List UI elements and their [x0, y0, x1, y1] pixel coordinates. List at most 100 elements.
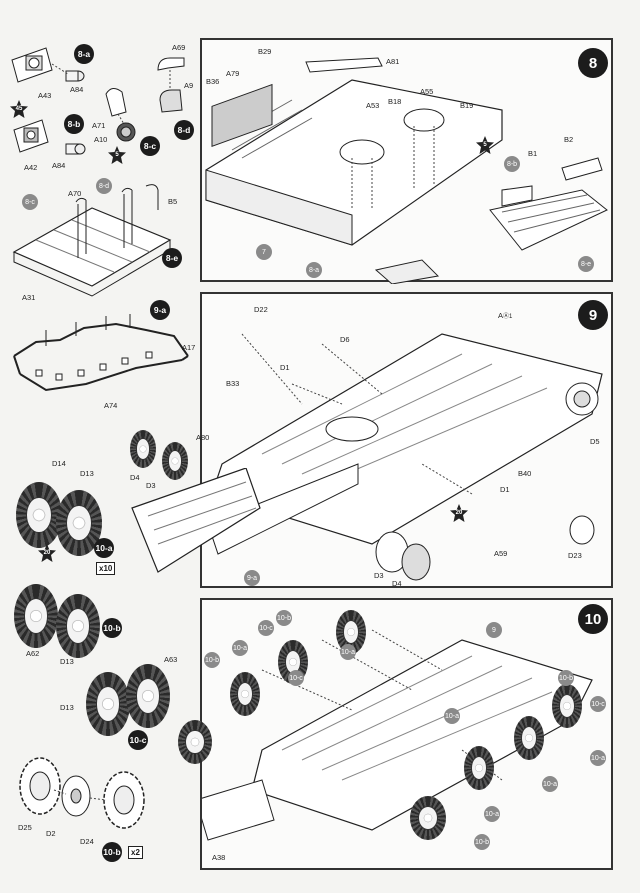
star-icon: 20: [450, 504, 468, 522]
label-a84-b: A84: [52, 161, 66, 170]
label-a17: A17: [182, 343, 196, 352]
multiplier-x2: x2: [128, 846, 143, 859]
star-number: 20: [43, 550, 51, 556]
label-a79: A79: [226, 69, 240, 78]
part-a71-drawing: [105, 88, 136, 142]
label-a74: A74: [104, 401, 118, 410]
callout-9: 9: [486, 622, 502, 638]
label-d3-b: D3: [374, 571, 384, 580]
multiplier-x10: x10: [96, 562, 116, 575]
road-wheel-icon: [16, 482, 62, 548]
badge-10b-sprocket: 10-b: [102, 842, 122, 862]
label-a53: A53: [366, 101, 380, 110]
label-d3: D3: [146, 481, 156, 490]
subassembly-10a: D14 D13 10-a x10: [6, 456, 126, 578]
subassembly-10c: A63 D13 10-c: [60, 652, 190, 756]
badge-9a: 9-a: [150, 300, 170, 320]
callout-8d: 8-d: [96, 178, 112, 194]
road-wheel-icon: [464, 746, 494, 790]
star-number: 5: [115, 152, 119, 158]
road-wheel-icon: [130, 430, 156, 468]
label-d2: D2: [46, 829, 56, 838]
label-d1-b: D1: [500, 485, 510, 494]
part-a74-drawing: [13, 314, 189, 392]
star-icon: 20: [38, 544, 56, 562]
callout-8a: 8-a: [306, 262, 322, 278]
label-b33: B33: [226, 379, 240, 388]
callout-7: 7: [256, 244, 272, 260]
sprocket-icon: [178, 720, 212, 764]
callout-10a: 10-a: [542, 776, 558, 792]
callout-10b: 10-b: [276, 610, 292, 626]
badge-8c: 8-c: [140, 136, 160, 156]
star-icon: 5: [476, 136, 494, 154]
callout-10a: 10-a: [444, 708, 460, 724]
hull-plate-drawing: [131, 467, 261, 573]
label-a69: A69: [172, 43, 186, 52]
label-d23: D23: [568, 551, 582, 560]
callout-10c: 10-c: [288, 670, 304, 686]
callout-9a: 9-a: [244, 570, 260, 586]
badge-8b: 8-b: [64, 114, 84, 134]
badge-8a: 8-a: [74, 44, 94, 64]
road-wheel-icon: [56, 594, 100, 658]
label-a84: A84: [70, 85, 84, 94]
callout-10a: 10-a: [590, 750, 606, 766]
label-b19: B19: [460, 101, 474, 110]
subassembly-8a: 8-a A43 A84: [8, 42, 98, 100]
callout-10a: 10-a: [484, 806, 500, 822]
callout-10b: 10-b: [474, 834, 490, 850]
label-b36: B36: [206, 77, 220, 86]
star-number: 45: [15, 106, 23, 112]
subassembly-9a: 9-a A17 A74: [6, 300, 198, 412]
road-wheel-icon: [514, 716, 544, 760]
label-a31: A31: [22, 293, 36, 302]
subassembly-8b: 8-b A42 A84: [8, 112, 98, 172]
label-a59: A59: [494, 549, 508, 558]
label-a9: A9: [184, 81, 194, 90]
label-a43: A43: [38, 91, 52, 100]
subassembly-8c: A71 A10 8-c: [92, 84, 164, 162]
part-a43-drawing: [11, 47, 85, 83]
part-a69-drawing: [157, 57, 185, 113]
callout-8e: 8-e: [578, 256, 594, 272]
star-number: 20: [455, 510, 463, 516]
label-a71: A71: [92, 121, 106, 130]
label-a38: A38: [212, 853, 226, 862]
label-hull-a: AⒶ1: [498, 312, 512, 321]
step-9-number: 9: [578, 300, 608, 330]
label-a80: A80: [196, 433, 210, 442]
subassembly-10b-wheels: 10-b A62 D13: [6, 584, 130, 666]
label-d1: D1: [280, 363, 290, 372]
badge-8e: 8-e: [162, 248, 182, 268]
label-d22: D22: [254, 305, 268, 314]
label-d13-c: D13: [60, 703, 74, 712]
subassembly-10b-sprocket: D25 D2 D24 10-b x2: [6, 746, 156, 864]
hull-subscript: Ⓐ1: [503, 314, 513, 320]
label-b40: B40: [518, 469, 532, 478]
callout-10c: 10-c: [258, 620, 274, 636]
label-b2: B2: [564, 135, 574, 144]
label-d5: D5: [590, 437, 600, 446]
step-9-panel: 9 AⒶ1 D22 D6 D1 B33 A80 D4 D3 D5 B40 D1 …: [130, 292, 613, 588]
step-10-panel: 10 10-b 10-c 10-a 10-c 10-a 10-b 9 10-b …: [200, 598, 613, 870]
label-b18: B18: [388, 97, 402, 106]
star-icon: 45: [10, 100, 28, 118]
callout-8b: 8-b: [504, 156, 520, 172]
subassembly-8e: 8-c 8-d A70 B5 A31 8-e: [6, 174, 186, 304]
road-wheel-icon: [162, 442, 188, 480]
callout-10a: 10-a: [340, 644, 356, 660]
hull-bottom-plate: [128, 467, 268, 578]
label-a42: A42: [24, 163, 38, 172]
step-10-drawing: [202, 629, 593, 841]
callout-8c: 8-c: [22, 194, 38, 210]
callout-10a: 10-a: [232, 640, 248, 656]
label-a70: A70: [68, 189, 82, 198]
label-d25: D25: [18, 823, 32, 832]
label-a81: A81: [386, 57, 400, 66]
callout-10b: 10-b: [558, 670, 574, 686]
label-d6: D6: [340, 335, 350, 344]
label-a55: A55: [420, 87, 434, 96]
label-a10: A10: [94, 135, 108, 144]
road-wheel-icon: [552, 684, 582, 728]
